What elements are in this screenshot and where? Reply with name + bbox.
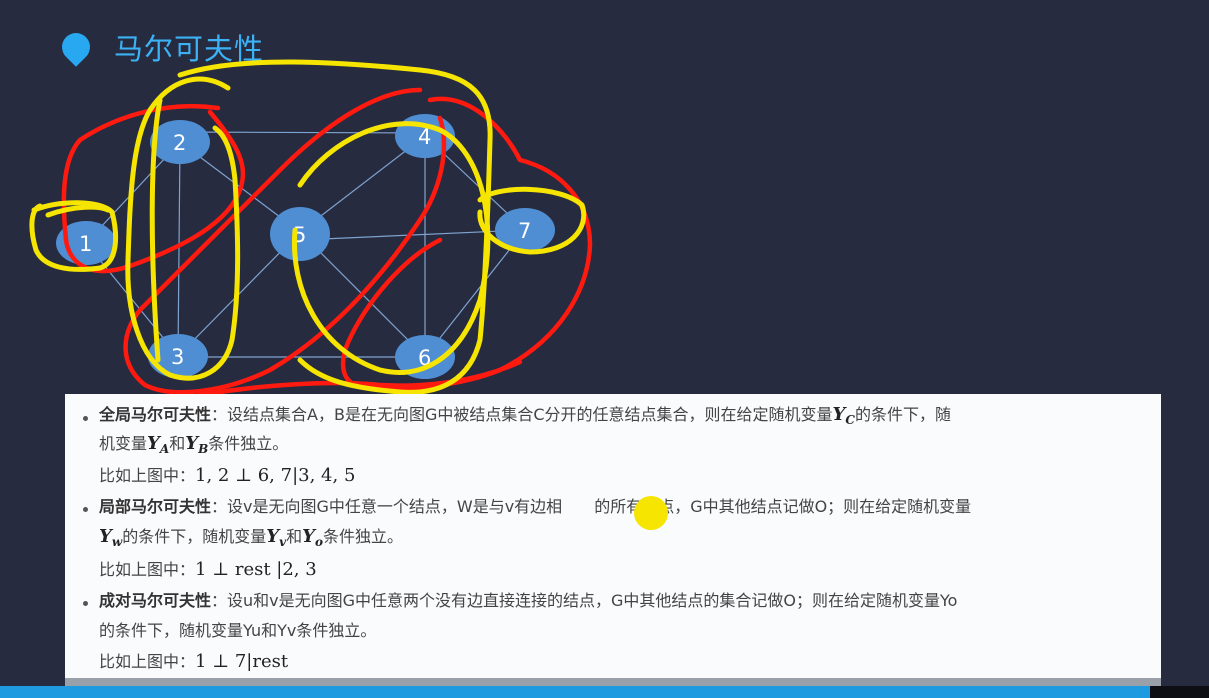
var-yc: Y: [832, 404, 846, 425]
yellow-loop-node1-inner: [45, 204, 111, 218]
sub-w: w: [111, 535, 123, 550]
slide-header: 马尔可夫性: [56, 26, 265, 68]
node-7: 7: [495, 208, 555, 252]
edge-2-3: [177, 141, 181, 357]
bullet-icon: [83, 507, 88, 512]
red-loop-diagonal: [123, 87, 447, 395]
svg-text:3: 3: [171, 345, 184, 369]
local-text-1: ：设v是无向图G中任意一个结点，W是与v有边相: [211, 497, 563, 516]
var-yo: Y: [302, 526, 315, 547]
yellow-loop-big: [177, 59, 493, 395]
red-loop-bottom: [197, 359, 523, 398]
var-yw: Y: [99, 526, 112, 547]
yellow-loop-node1: [29, 200, 119, 272]
node-2: 2: [150, 120, 210, 164]
pairwise-example-prefix: 比如上图中：: [99, 652, 196, 671]
local-definition-line-2: Yw的条件下，随机变量Yv和Yo条件独立。: [99, 525, 403, 554]
local-text-2: 的条件下，随机变量: [122, 527, 267, 546]
sub-a: A: [159, 442, 170, 457]
var-yb: Y: [185, 433, 199, 454]
global-text-2: 的条件下，随: [854, 405, 951, 424]
svg-text:4: 4: [418, 125, 431, 149]
slide-title: 马尔可夫性: [114, 32, 265, 66]
global-text-3: 机变量: [99, 434, 148, 453]
highlighter-cursor-dot: [634, 496, 668, 530]
global-definition-line-1: 全局马尔可夫性：设结点集合A，B是在无向图G中被结点集合C分开的任意结点集合，则…: [99, 403, 951, 432]
definition-panel: 全局马尔可夫性：设结点集合A，B是在无向图G中被结点集合C分开的任意结点集合，则…: [65, 394, 1161, 682]
pairwise-definition-line-1: 成对马尔可夫性：设u和v是无向图G中任意两个没有边直接连接的结点，G中其他结点的…: [99, 589, 957, 613]
svg-text:1: 1: [79, 232, 92, 256]
local-example: 比如上图中：1 ⊥ rest |2, 3: [99, 558, 317, 582]
yellow-loop-5-4-6: [291, 121, 491, 375]
graph-nodes: 1 2 3 4 5 6 7: [56, 114, 555, 379]
panel-bottom-edge: [65, 678, 1161, 686]
sub-o: o: [314, 535, 323, 550]
video-progress-bar[interactable]: [0, 686, 1209, 698]
node-3: 3: [148, 334, 208, 378]
pairwise-name: 成对马尔可夫性: [99, 591, 212, 610]
local-and: 和: [286, 527, 303, 546]
bullet-icon: [83, 416, 88, 421]
pairwise-text-2: 的条件下，随机变量Yu和Yv条件独立。: [99, 621, 377, 640]
local-text-1b: 的所有结点，G中其他结点记做O；则在给定随机变量: [594, 497, 972, 516]
global-text-4: 条件独立。: [208, 434, 289, 453]
pairwise-example-formula: 1 ⊥ 7|rest: [195, 651, 289, 672]
var-yv: Y: [266, 526, 280, 547]
yellow-loop-node7: [477, 186, 587, 255]
video-progress-remaining[interactable]: [1150, 686, 1209, 698]
pairwise-definition-line-2: 的条件下，随机变量Yu和Yv条件独立。: [99, 619, 376, 643]
global-text-1: ：设结点集合A，B是在无向图G中被结点集合C分开的任意结点集合，则在给定随机变量: [211, 405, 833, 424]
global-and: 和: [169, 434, 186, 453]
svg-text:7: 7: [518, 219, 531, 243]
pairwise-example: 比如上图中：1 ⊥ 7|rest: [99, 650, 288, 674]
node-5: 5: [270, 207, 330, 261]
yellow-loop-left-vertical: [149, 97, 163, 363]
global-example: 比如上图中：1, 2 ⊥ 6, 7|3, 4, 5: [99, 464, 355, 488]
var-ya: Y: [147, 433, 160, 454]
sub-c: C: [845, 413, 855, 428]
local-definition-line-1: 局部马尔可夫性：设v是无向图G中任意一个结点，W是与v有边相 的所有结点，G中其他…: [99, 495, 971, 519]
red-loop-right: [340, 96, 593, 391]
svg-text:2: 2: [173, 131, 186, 155]
yellow-annotations: [29, 59, 587, 395]
yellow-loop-2-3: [125, 76, 241, 381]
sub-b: B: [198, 442, 209, 457]
global-example-prefix: 比如上图中：: [99, 466, 196, 485]
local-name: 局部马尔可夫性: [99, 497, 212, 516]
bullet-icon: [83, 601, 88, 606]
global-example-formula: 1, 2 ⊥ 6, 7|3, 4, 5: [195, 465, 356, 486]
pairwise-text-1: ：设u和v是无向图G中任意两个没有边直接连接的结点，G中其他结点的集合记做O；则…: [211, 591, 958, 610]
sub-v: v: [279, 535, 287, 550]
local-example-formula: 1 ⊥ rest |2, 3: [195, 559, 317, 580]
local-text-3: 条件独立。: [322, 527, 403, 546]
edge-6-7: [424, 229, 526, 358]
local-example-prefix: 比如上图中：: [99, 560, 196, 579]
global-definition-line-2: 机变量YA和YB条件独立。: [99, 432, 288, 461]
global-name: 全局马尔可夫性: [99, 405, 212, 424]
